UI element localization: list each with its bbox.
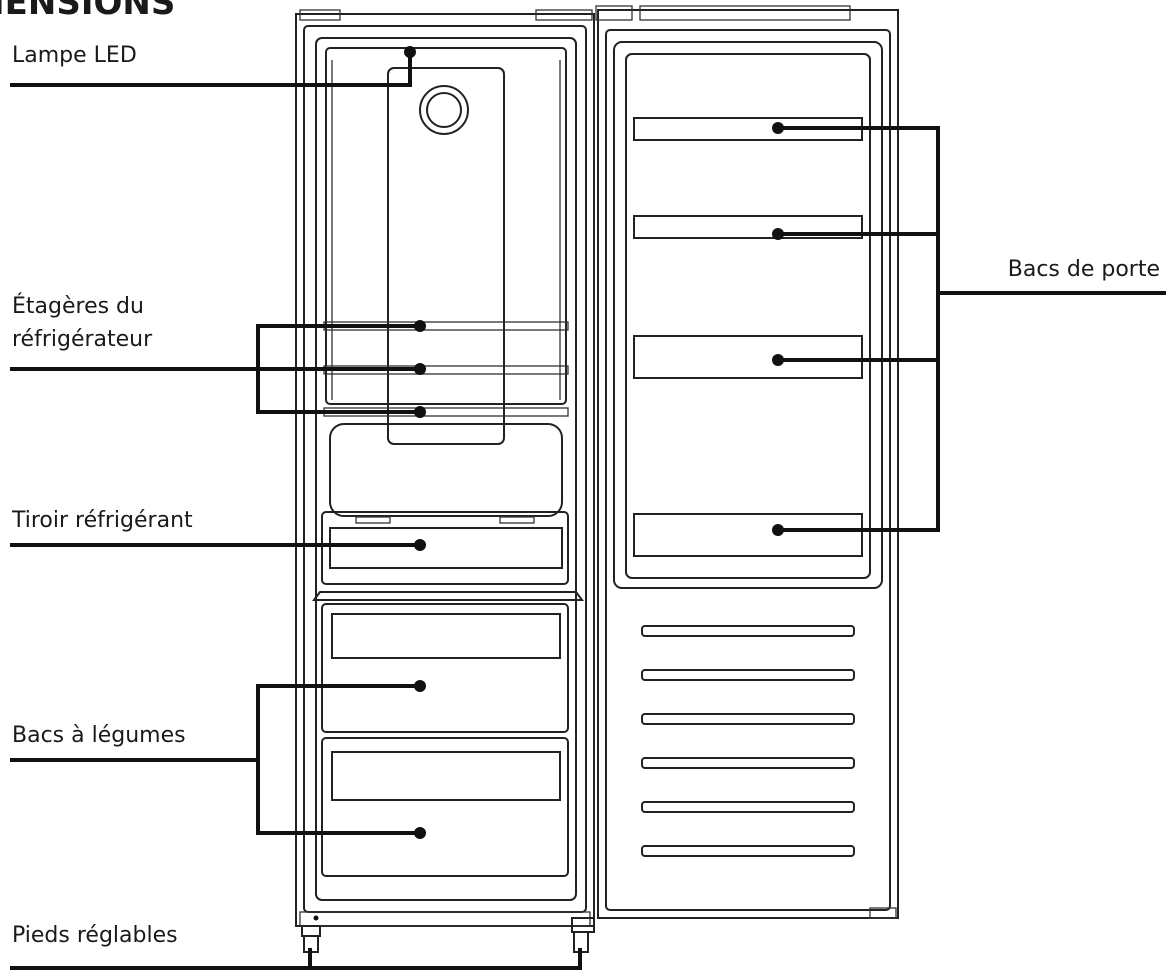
label-door-bins: Bacs de porte: [1008, 257, 1160, 282]
led-lamp-housing: [419, 85, 469, 135]
fridge-door: [595, 5, 899, 919]
callout-chiller-drawer: [10, 539, 426, 551]
label-chiller-drawer: Tiroir réfrigérant: [11, 508, 193, 533]
fridge-cabinet: [295, 9, 595, 953]
label-led-lamp: Lampe LED: [12, 43, 137, 68]
callout-door-bins: [772, 122, 1166, 536]
label-fridge-shelves-line1: Étagères du: [12, 293, 144, 319]
callout-fridge-shelves: [10, 320, 426, 418]
back-panel: [387, 67, 505, 445]
door-bin: [633, 335, 863, 379]
callout-adjustable-feet: [10, 948, 582, 970]
label-adjustable-feet: Pieds réglables: [12, 923, 178, 948]
label-fridge-shelves-line2: réfrigérateur: [12, 327, 153, 352]
adjustable-foot-right: [571, 917, 595, 953]
callout-crisper-drawers: [10, 680, 426, 839]
door-bin: [633, 513, 863, 557]
chiller-drawer-shape: [321, 511, 569, 585]
diagram-heading: IENSIONS: [0, 0, 175, 23]
crisper-drawer-shapes: [312, 591, 584, 877]
callout-led-lamp: [10, 46, 416, 87]
door-lower-slats: [641, 625, 855, 857]
label-crisper-drawers: Bacs à légumes: [12, 723, 186, 748]
